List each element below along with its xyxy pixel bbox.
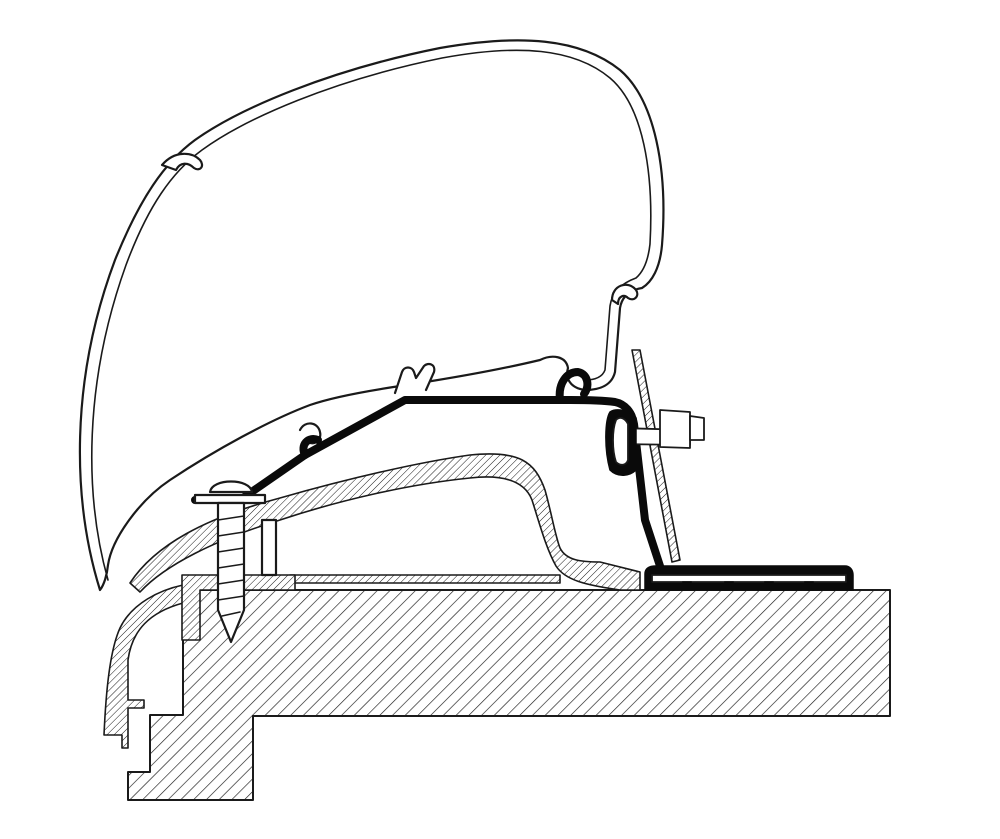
- foot-plate-teeth: [682, 581, 814, 591]
- cassette-hook-top: [160, 152, 204, 172]
- awning-cassette: [78, 39, 665, 592]
- cassette-y-hook: [393, 362, 436, 395]
- mounting-bolt: [605, 409, 705, 476]
- wall-edge-profile: [103, 584, 184, 749]
- roof-trim: [129, 453, 641, 593]
- adapter-rail-hook-left: [299, 435, 322, 459]
- foot-plate-inner: [651, 574, 847, 583]
- roof-panel: [127, 589, 891, 801]
- adapter-rail-hook-right: [555, 368, 592, 404]
- awning-cassette-inner: [90, 49, 652, 581]
- rail-support-legs: [260, 518, 278, 577]
- cassette-hook-rear: [610, 283, 639, 306]
- roof-trim-strip: [289, 574, 561, 584]
- wood-screw: [193, 480, 267, 644]
- wall-plate: [631, 349, 681, 563]
